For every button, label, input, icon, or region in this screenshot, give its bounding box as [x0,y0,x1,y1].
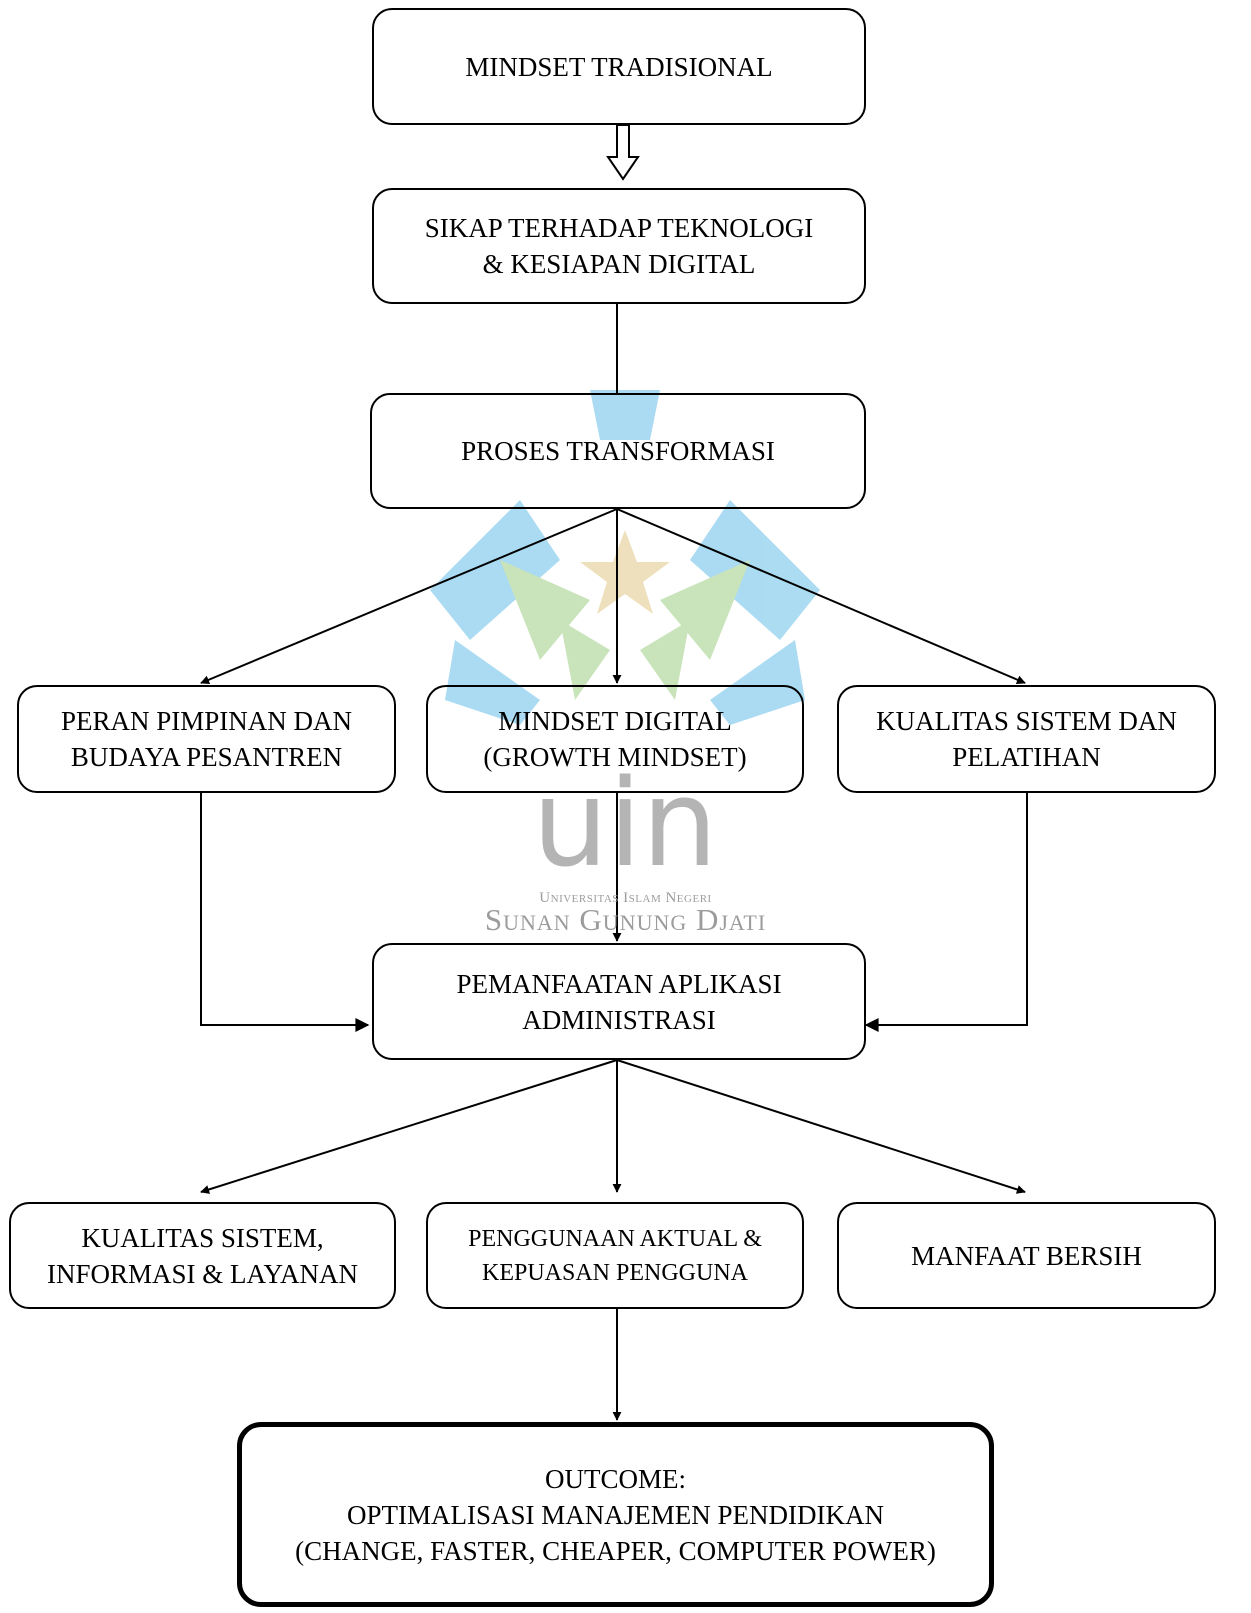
hollow-arrow-icon [606,124,640,181]
node-penggunaan-aktual: PENGGUNAAN AKTUAL & KEPUASAN PENGGUNA [426,1202,804,1309]
node-kualitas-sistem-informasi: KUALITAS SISTEM, INFORMASI & LAYANAN [9,1202,396,1309]
watermark-blue-petal-top [590,390,660,440]
watermark-green-petal-bottom-right [640,620,690,700]
node-label: PEMANFAATAN APLIKASI ADMINISTRASI [456,968,782,1035]
watermark-blue-petal-left [430,500,560,640]
node-mindset-tradisional: MINDSET TRADISIONAL [372,8,866,125]
node-outcome: OUTCOME: OPTIMALISASI MANAJEMEN PENDIDIK… [237,1422,994,1607]
node-label: PERAN PIMPINAN DAN BUDAYA PESANTREN [60,706,353,772]
node-label: OUTCOME: OPTIMALISASI MANAJEMEN PENDIDIK… [295,1463,936,1566]
node-label: KUALITAS SISTEM DAN PELATIHAN [876,706,1177,772]
watermark-blue-petal-right [690,500,820,640]
watermark-campus-line: Sunan Gunung Djati [484,902,767,937]
watermark-blue-arc-left [445,640,540,725]
arrow-proses-to-peran [200,508,618,685]
arrow-pemanfaatan-to-kualitas-informasi [200,1059,618,1194]
arrow-pemanfaatan-to-manfaat [616,1059,1026,1194]
connectors [200,124,1028,1421]
arrow-peran-to-pemanfaatan [200,793,370,1032]
watermark-green-petal-right [660,560,750,660]
arrow-proses-to-kualitas [616,508,1026,684]
node-peran-pimpinan: PERAN PIMPINAN DAN BUDAYA PESANTREN [17,685,396,793]
node-manfaat-bersih: MANFAAT BERSIH [837,1202,1216,1309]
watermark-blue-arc-right [710,640,805,725]
node-label: MANFAAT BERSIH [911,1240,1142,1271]
node-kualitas-sistem-pelatihan: KUALITAS SISTEM DAN PELATIHAN [837,685,1216,793]
node-label: MINDSET DIGITAL (GROWTH MINDSET) [483,706,747,772]
arrow-kualitas-to-pemanfaatan [864,793,1028,1032]
node-mindset-digital: MINDSET DIGITAL (GROWTH MINDSET) [426,685,804,793]
node-label: PROSES TRANSFORMASI [461,436,775,466]
watermark-university-line: Universitas Islam Negeri [539,890,712,906]
watermark-logo-text: uin [532,755,717,894]
watermark-logo: uin [430,390,820,894]
node-label: PENGGUNAAN AKTUAL & KEPUASAN PENGGUNA [468,1225,762,1286]
node-label: SIKAP TERHADAP TEKNOLOGI & KESIAPAN DIGI… [424,213,814,279]
watermark-star-icon [580,530,670,614]
watermark-green-petal-bottom-left [560,620,610,700]
node-pemanfaatan-aplikasi: PEMANFAATAN APLIKASI ADMINISTRASI [372,943,866,1060]
watermark-green-petal-left [500,560,590,660]
node-label: KUALITAS SISTEM, INFORMASI & LAYANAN [46,1222,359,1289]
node-label: MINDSET TRADISIONAL [465,51,773,82]
node-sikap-teknologi: SIKAP TERHADAP TEKNOLOGI & KESIAPAN DIGI… [372,188,866,304]
node-proses-transformasi: PROSES TRANSFORMASI [370,393,866,509]
